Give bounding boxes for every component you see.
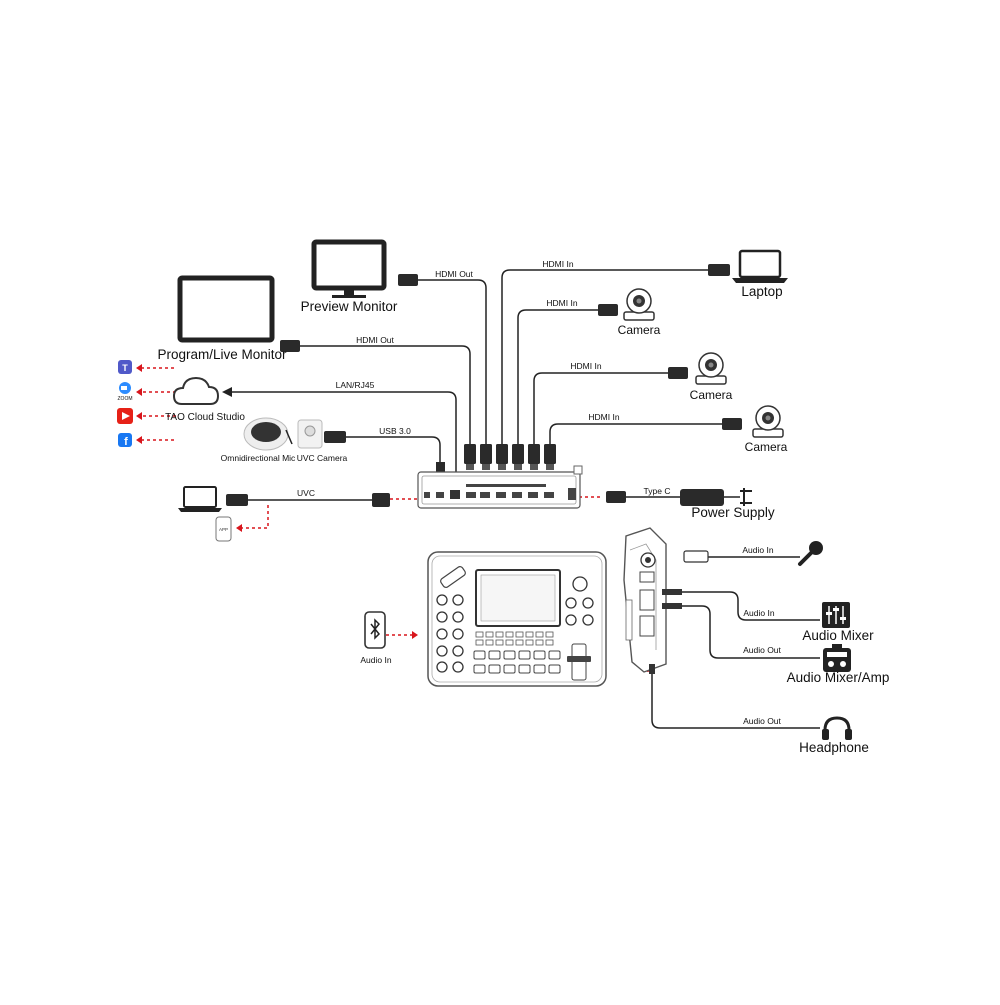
audio-mixer-amp-label: Audio Mixer/Amp: [787, 670, 890, 685]
laptop-label: Laptop: [741, 284, 782, 299]
teams-icon: T: [118, 360, 132, 374]
usb-label: USB 3.0: [379, 426, 411, 436]
power-supply-label: Power Supply: [691, 505, 775, 520]
camera-1-label: Camera: [618, 323, 661, 337]
audio-out-label-amp: Audio Out: [743, 645, 781, 655]
facebook-icon: f: [118, 433, 132, 448]
hdmi-in-label-camera-2: HDMI In: [570, 361, 601, 371]
cloud-studio-label: TAO Cloud Studio: [165, 412, 245, 423]
preview-monitor-icon: [311, 239, 387, 298]
uvc-camera-icon: [297, 419, 323, 449]
omnidirectional-mic-icon: [243, 417, 289, 451]
amplifier-icon: [823, 644, 851, 672]
hdmi-in-label-laptop: HDMI In: [542, 259, 573, 269]
headphone-label: Headphone: [799, 740, 869, 755]
hdmi-out-label-program: HDMI Out: [356, 335, 394, 345]
program-monitor-icon: [177, 275, 275, 343]
camera-3-label: Camera: [745, 440, 788, 454]
youtube-icon: [117, 408, 133, 424]
cable-lines: [222, 269, 820, 729]
switcher-side-panel: [623, 527, 709, 674]
camera-3-icon: [752, 405, 784, 438]
laptop-icon: [732, 249, 788, 283]
uvc-camera-label: UVC Camera: [297, 453, 348, 463]
svg-text:f: f: [124, 436, 128, 448]
type-c-label: Type C: [644, 486, 671, 496]
lan-label: LAN/RJ45: [336, 380, 375, 390]
laptop-left-icon: [178, 486, 222, 512]
microphone-icon: [798, 541, 823, 566]
headphone-icon: [822, 716, 852, 740]
svg-text:T: T: [122, 363, 128, 373]
hdmi-plugs: [226, 264, 752, 507]
program-monitor-label: Program/Live Monitor: [157, 347, 287, 362]
bluetooth-audio-in-label: Audio In: [360, 655, 391, 665]
hdmi-in-label-camera-3: HDMI In: [588, 412, 619, 422]
preview-monitor-label: Preview Monitor: [301, 299, 398, 314]
switcher-rear-panel: [417, 465, 583, 509]
omni-mic-label: Omnidirectional Mic: [221, 453, 296, 463]
hdmi-out-label-preview: HDMI Out: [435, 269, 473, 279]
audio-in-label-mic: Audio In: [742, 545, 773, 555]
cloud-icon: [172, 376, 220, 405]
camera-2-label: Camera: [690, 388, 733, 402]
camera-1-icon: [623, 288, 655, 321]
audio-in-label-mixer: Audio In: [743, 608, 774, 618]
bluetooth-phone-icon: [364, 611, 386, 649]
hdmi-in-label-camera-1: HDMI In: [546, 298, 577, 308]
phone-app-icon: APP: [215, 516, 232, 542]
audio-out-label-headphone: Audio Out: [743, 716, 781, 726]
camera-2-icon: [695, 352, 727, 385]
svg-text:APP: APP: [219, 527, 228, 532]
svg-text:ZOOM: ZOOM: [118, 396, 133, 402]
switcher-top-panel: [427, 551, 607, 687]
uvc-label: UVC: [297, 488, 315, 498]
audio-mixer-label: Audio Mixer: [802, 628, 874, 643]
zoom-icon: ZOOM: [118, 382, 133, 402]
audio-mixer-icon: [822, 602, 850, 628]
